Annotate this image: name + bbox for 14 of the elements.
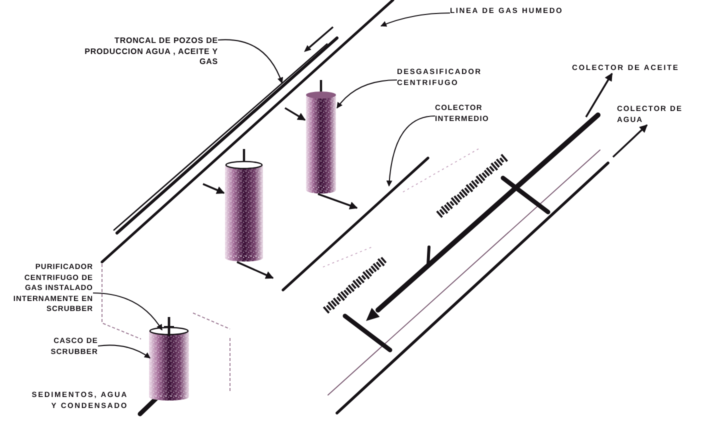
flow-arrow: [318, 193, 358, 210]
flow-arrow: [202, 183, 225, 194]
leader-line: [386, 115, 436, 187]
leader-line: [218, 39, 283, 84]
leader-line: [98, 344, 150, 358]
leader-line: [336, 79, 398, 108]
flow-arrow: [284, 107, 306, 121]
leader-line: [92, 292, 162, 330]
purifier-rod: [162, 315, 176, 338]
flow-arrow: [236, 261, 274, 279]
leader-line: [380, 12, 450, 27]
pipe-label: TRONCAL DE POZOS DE PRODUCCION AGUA , ACEITE Y GAS: [73, 36, 218, 68]
flow-arrow: [612, 124, 648, 158]
flow-arrow: [585, 72, 613, 118]
